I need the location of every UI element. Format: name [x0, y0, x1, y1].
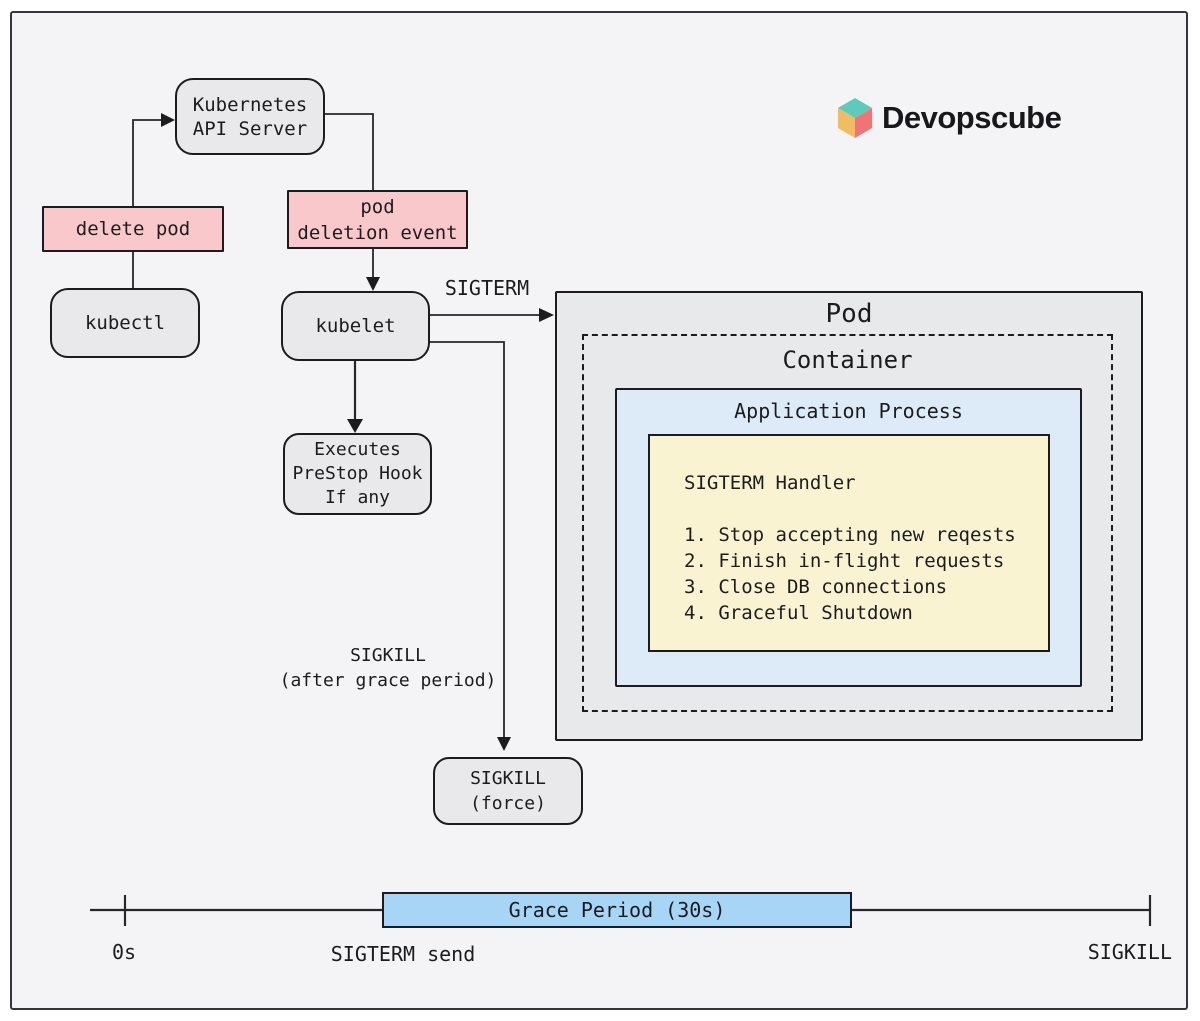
edge-kubelet-to-prestop — [347, 361, 363, 433]
timeline-sigkill-label: SIGKILL — [1087, 940, 1172, 964]
timeline-sigterm-send-label: SIGTERM send — [330, 942, 476, 966]
node-kubectl: kubectl — [50, 288, 200, 358]
edge-kubelet-to-sigkill-force — [430, 341, 511, 751]
arrowhead-down-icon — [497, 737, 511, 751]
devopscube-logo: Devopscube — [836, 96, 1062, 140]
logo-wordmark: Devopscube — [882, 100, 1062, 135]
sigterm-handler-steps: 1. Stop accepting new reqests 2. Finish … — [684, 522, 1048, 626]
label-sigterm: SIGTERM — [444, 276, 530, 300]
label-sigkill-after-grace: SIGKILL (after grace period) — [279, 645, 497, 691]
handler-step: 1. Stop accepting new reqests — [684, 524, 1016, 546]
timeline-start-label: 0s — [112, 940, 137, 964]
arrowhead-right-icon — [539, 308, 554, 322]
container-title: Container — [782, 346, 913, 374]
node-kubelet: kubelet — [281, 291, 430, 361]
arrowhead-down-icon — [347, 419, 363, 433]
sigterm-handler-box: SIGTERM Handler 1. Stop accepting new re… — [648, 434, 1050, 652]
cube-icon — [837, 98, 873, 138]
pod-box: Pod Container Application Process SIGTER… — [555, 291, 1143, 741]
arrowhead-down-icon — [366, 277, 380, 291]
node-sigkill-force: SIGKILL (force) — [433, 757, 583, 825]
pod-title: Pod — [825, 299, 873, 329]
container-box: Container Application Process SIGTERM Ha… — [582, 334, 1113, 712]
node-prestop-hook: Executes PreStop Hook If any — [283, 433, 432, 515]
node-kubernetes-api-server: Kubernetes API Server — [175, 78, 325, 155]
node-pod-deletion-event: pod deletion event — [287, 190, 468, 249]
handler-step: 4. Graceful Shutdown — [684, 602, 913, 624]
edge-kubectl-to-api-server — [132, 113, 175, 288]
arrowhead-right-icon — [161, 113, 175, 127]
application-process-box: Application Process SIGTERM Handler 1. S… — [615, 388, 1082, 687]
grace-period-box: Grace Period (30s) — [382, 892, 852, 928]
node-delete-pod: delete pod — [42, 206, 224, 252]
handler-step: 3. Close DB connections — [684, 576, 948, 598]
edge-kubelet-to-pod-sigterm — [430, 308, 554, 322]
sigterm-handler-title: SIGTERM Handler — [684, 472, 856, 494]
handler-step: 2. Finish in-flight requests — [684, 550, 1005, 572]
application-process-title: Application Process — [734, 399, 963, 423]
